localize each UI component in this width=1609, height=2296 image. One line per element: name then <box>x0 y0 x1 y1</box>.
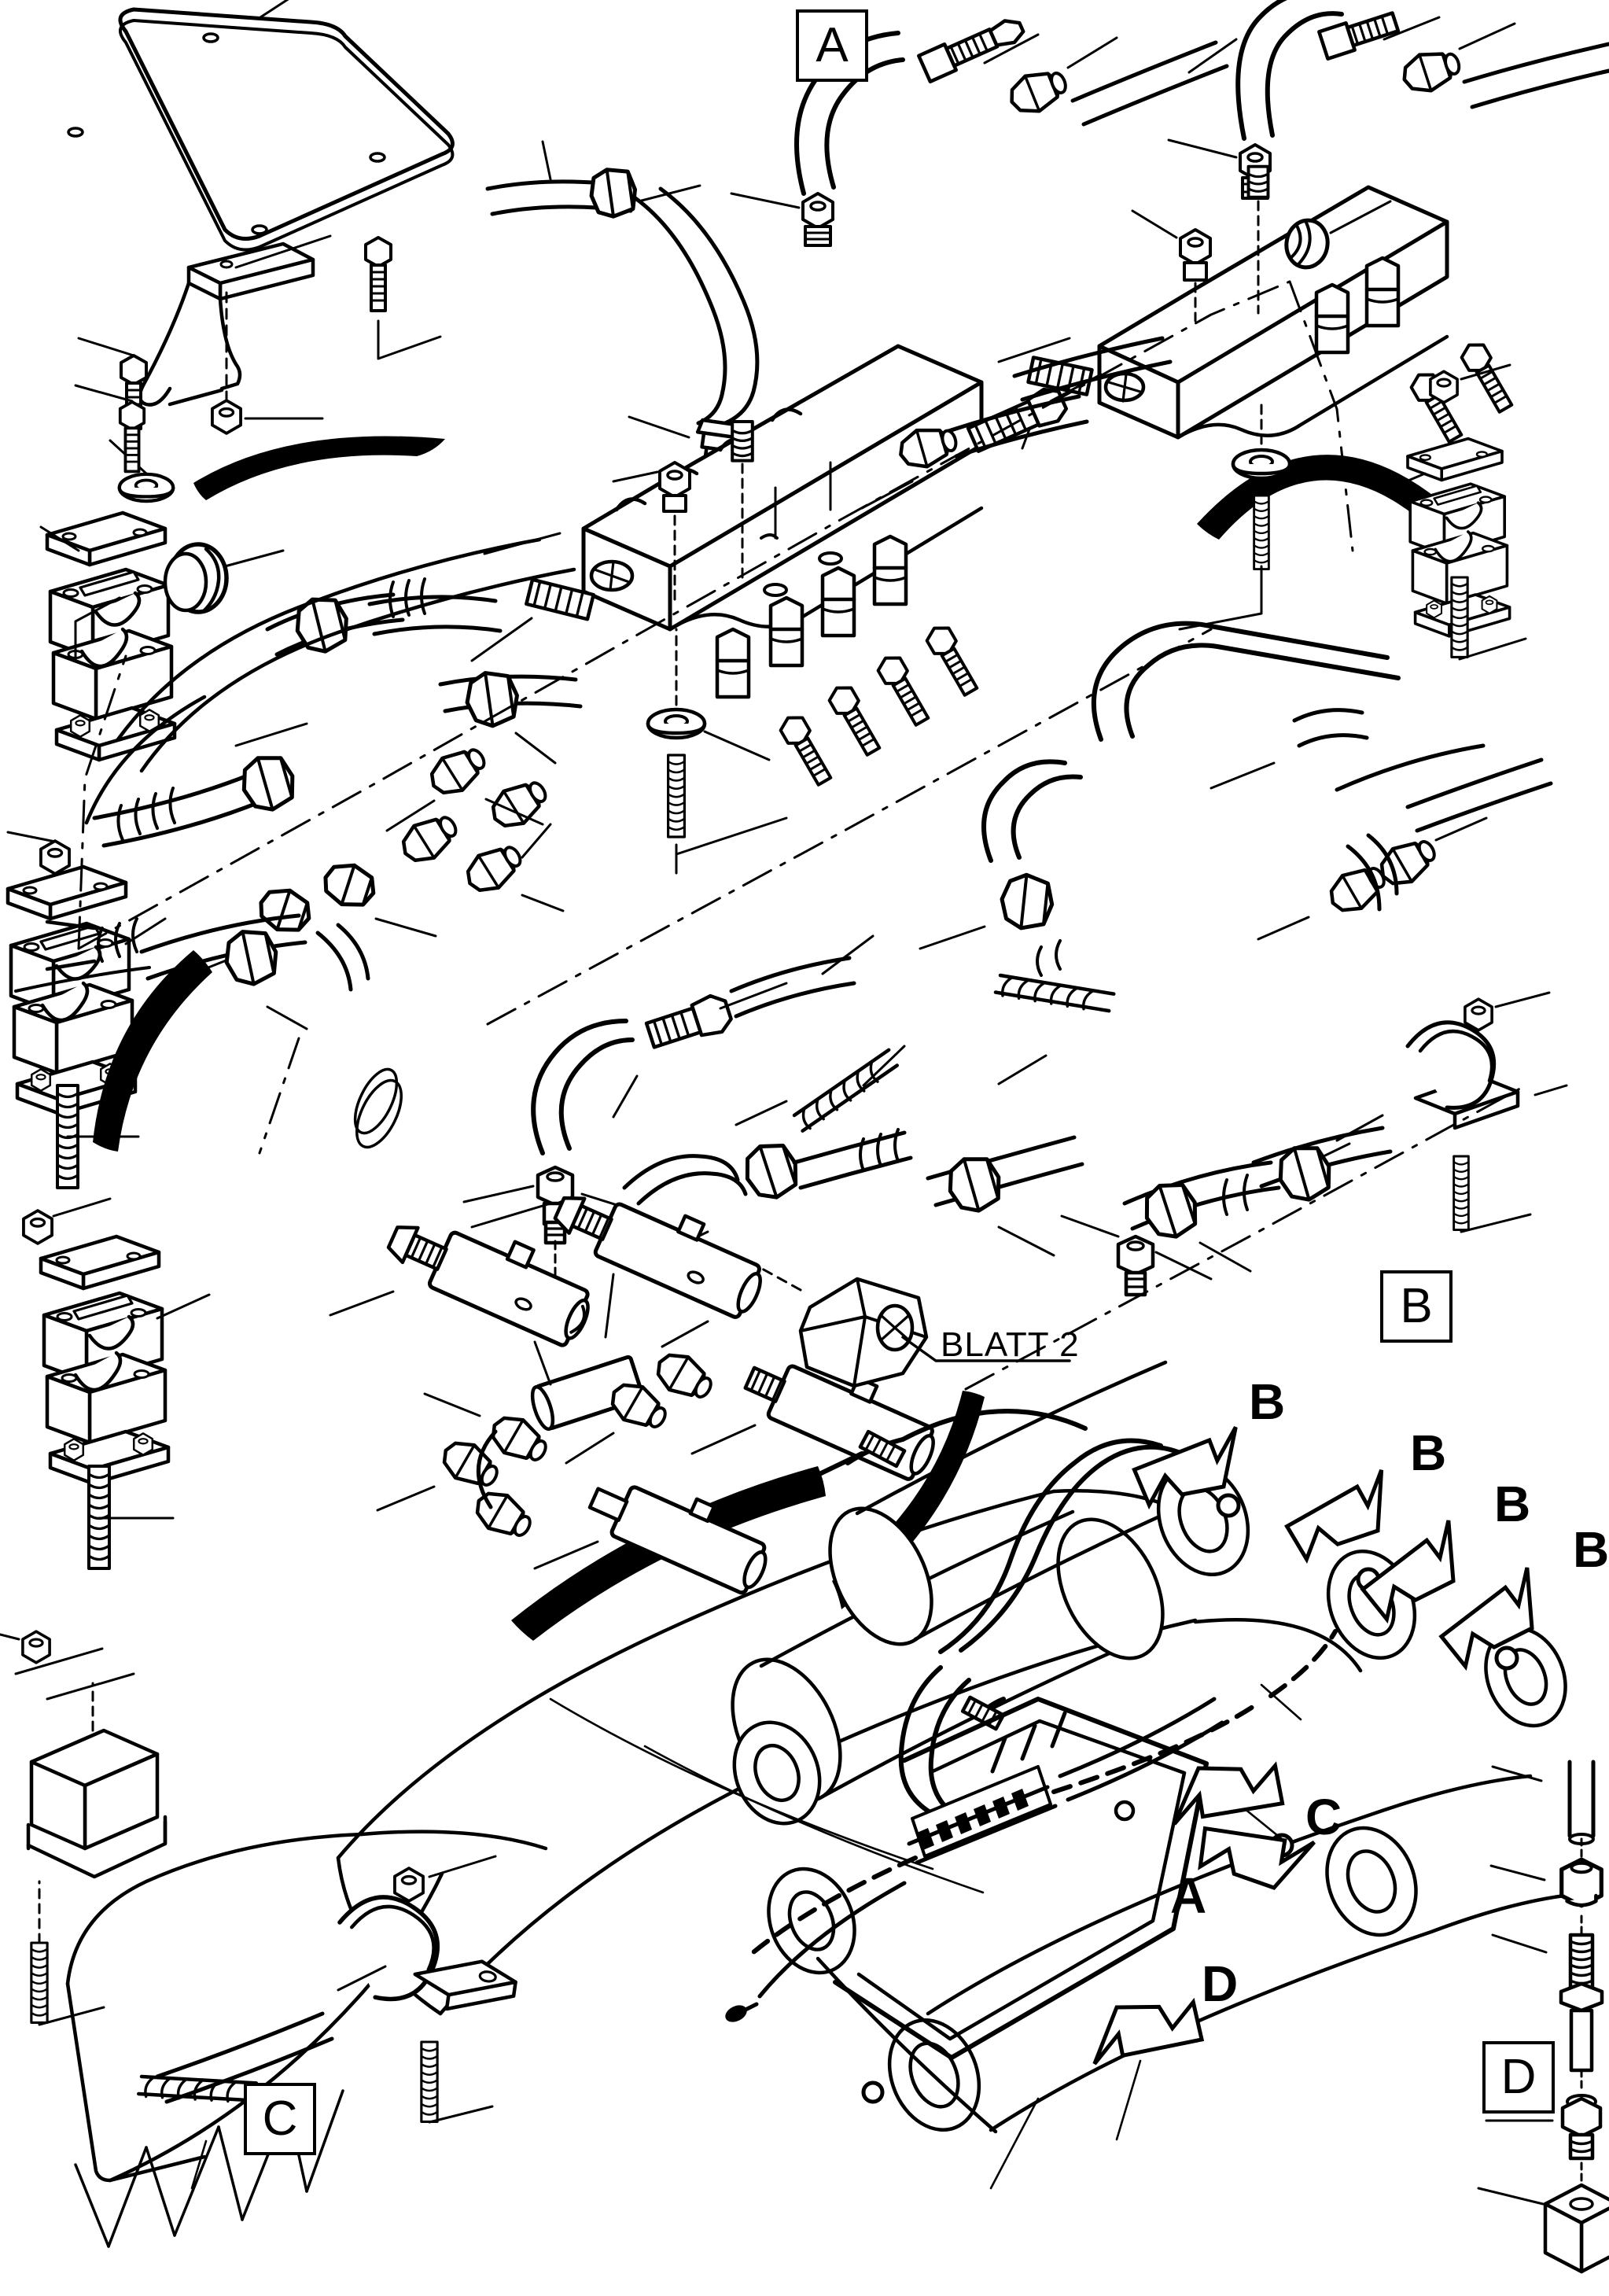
hose-clamp-right-upper <box>1383 363 1527 661</box>
callout-letter-b-3: B <box>1494 1476 1531 1532</box>
manifold-block-right <box>997 164 1519 631</box>
section-c-clamp <box>135 1855 517 2190</box>
section-a-hose-left <box>730 19 1238 247</box>
pump-box-lower-left <box>0 1630 168 2026</box>
center-sub-assembly <box>329 934 1351 1595</box>
hoses-right-mid <box>919 621 1553 1297</box>
tee-fitting-cluster-left <box>45 863 437 1030</box>
construction-lines <box>77 280 1527 1391</box>
callout-letter-d: D <box>1202 1955 1239 2012</box>
grommet-left <box>163 542 285 614</box>
arm-manifold-cluster <box>907 1711 1067 1865</box>
section-box-c[interactable]: C <box>244 2083 316 2155</box>
inline-valve-lower <box>587 1485 768 1595</box>
hose-route-left <box>84 537 576 825</box>
callout-letter-b-1: B <box>1249 1373 1286 1430</box>
sweep-arrow-left <box>193 436 445 500</box>
hose-left-braided <box>14 756 295 993</box>
hose-clamp-left-upper <box>39 384 308 760</box>
blatt2-block <box>753 1263 1071 1388</box>
hose-clamp-left-lower-2 <box>22 1197 211 1570</box>
callout-letter-b-4: B <box>1573 1521 1609 1578</box>
pipe-stub <box>530 1354 645 1432</box>
inline-valve-center <box>553 1196 762 1319</box>
blatt-2-reference-label[interactable]: BLATT 2 <box>941 1325 1080 1364</box>
hose-runs-mid <box>45 336 1173 1030</box>
sweep-arrow-left-lower <box>93 950 212 1152</box>
cover-plate <box>67 0 455 252</box>
section-d-stack <box>1477 1760 1609 2274</box>
section-box-d[interactable]: D <box>1482 2041 1555 2114</box>
hose-clamp-right-lower <box>1405 991 1568 1233</box>
section-box-b[interactable]: B <box>1380 1270 1453 1343</box>
hose-end-left-upper <box>265 577 503 657</box>
callout-letter-b-2: B <box>1410 1424 1447 1481</box>
cross-fitting-chain <box>376 1320 718 1546</box>
callout-letter-c: C <box>1305 1789 1342 1845</box>
cover-bolts <box>77 236 442 435</box>
section-box-a[interactable]: A <box>796 9 868 82</box>
inline-valve-left <box>386 1225 590 1347</box>
callout-letter-a: A <box>1170 1867 1207 1924</box>
